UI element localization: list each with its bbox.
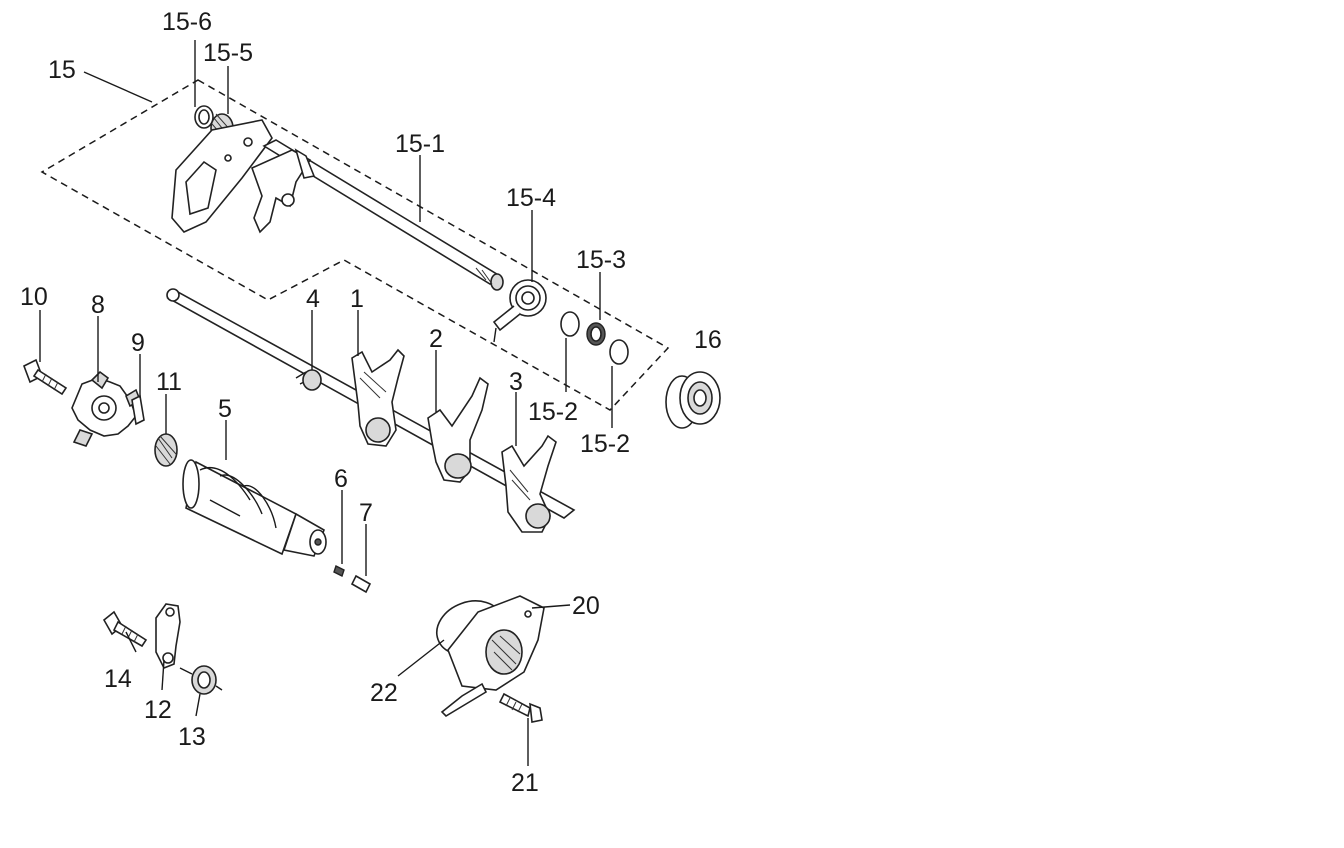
label-15-4: 15-4 <box>506 184 556 212</box>
part-10-bolt <box>22 358 68 396</box>
label-16: 16 <box>694 326 722 354</box>
part-15-1-shift-shaft <box>250 139 504 291</box>
part-labels: 15-6 15-5 15 15-1 15-4 15-3 15-2 15-2 16… <box>20 8 722 797</box>
label-15-2-a: 15-2 <box>528 398 578 426</box>
part-12-stopper-arm <box>155 603 181 670</box>
part-5-shift-drum <box>182 459 327 557</box>
part-15-4-return-spring <box>492 279 547 343</box>
part-21-bolt <box>498 692 543 723</box>
label-20: 20 <box>572 592 600 620</box>
part-15-2-washer-a <box>560 311 580 337</box>
part-14-bolt <box>102 610 148 648</box>
part-8-shift-cam <box>71 370 141 447</box>
label-5: 5 <box>218 395 232 423</box>
part-20-cover <box>440 595 545 718</box>
label-14: 14 <box>104 665 132 693</box>
label-15-6: 15-6 <box>162 8 212 36</box>
part-13-spring <box>179 665 223 695</box>
part-15-2-washer-b <box>609 339 629 365</box>
part-9-dowel-pin <box>131 394 145 426</box>
label-12: 12 <box>144 696 172 724</box>
part-15-3-circlip <box>586 322 606 346</box>
label-7: 7 <box>359 499 373 527</box>
label-15-1: 15-1 <box>395 130 445 158</box>
part-15-shift-arm-plate <box>171 119 273 233</box>
label-13: 13 <box>178 723 206 751</box>
part-15-6-washer <box>194 105 214 129</box>
label-4: 4 <box>306 285 320 313</box>
label-15-3: 15-3 <box>576 246 626 274</box>
label-2: 2 <box>429 325 443 353</box>
label-1: 1 <box>350 285 364 313</box>
part-3-shift-fork <box>501 434 557 533</box>
part-16-bearing <box>665 371 721 429</box>
label-9: 9 <box>131 329 145 357</box>
label-22: 22 <box>370 679 398 707</box>
label-15: 15 <box>48 56 76 84</box>
label-21: 21 <box>511 769 539 797</box>
label-11: 11 <box>156 368 182 396</box>
label-8: 8 <box>91 291 105 319</box>
leader-lines <box>39 40 613 766</box>
label-15-5: 15-5 <box>203 39 253 67</box>
label-6: 6 <box>334 465 348 493</box>
part-7-dowel <box>350 574 372 594</box>
part-6-pin <box>333 565 345 577</box>
part-11-bearing <box>154 433 178 467</box>
assembly-15-boundary <box>40 79 670 411</box>
part-2-shift-fork <box>427 376 489 483</box>
part-1-shift-fork <box>351 348 405 447</box>
label-3: 3 <box>509 368 523 396</box>
label-10: 10 <box>20 283 48 311</box>
label-15-2-b: 15-2 <box>580 430 630 458</box>
